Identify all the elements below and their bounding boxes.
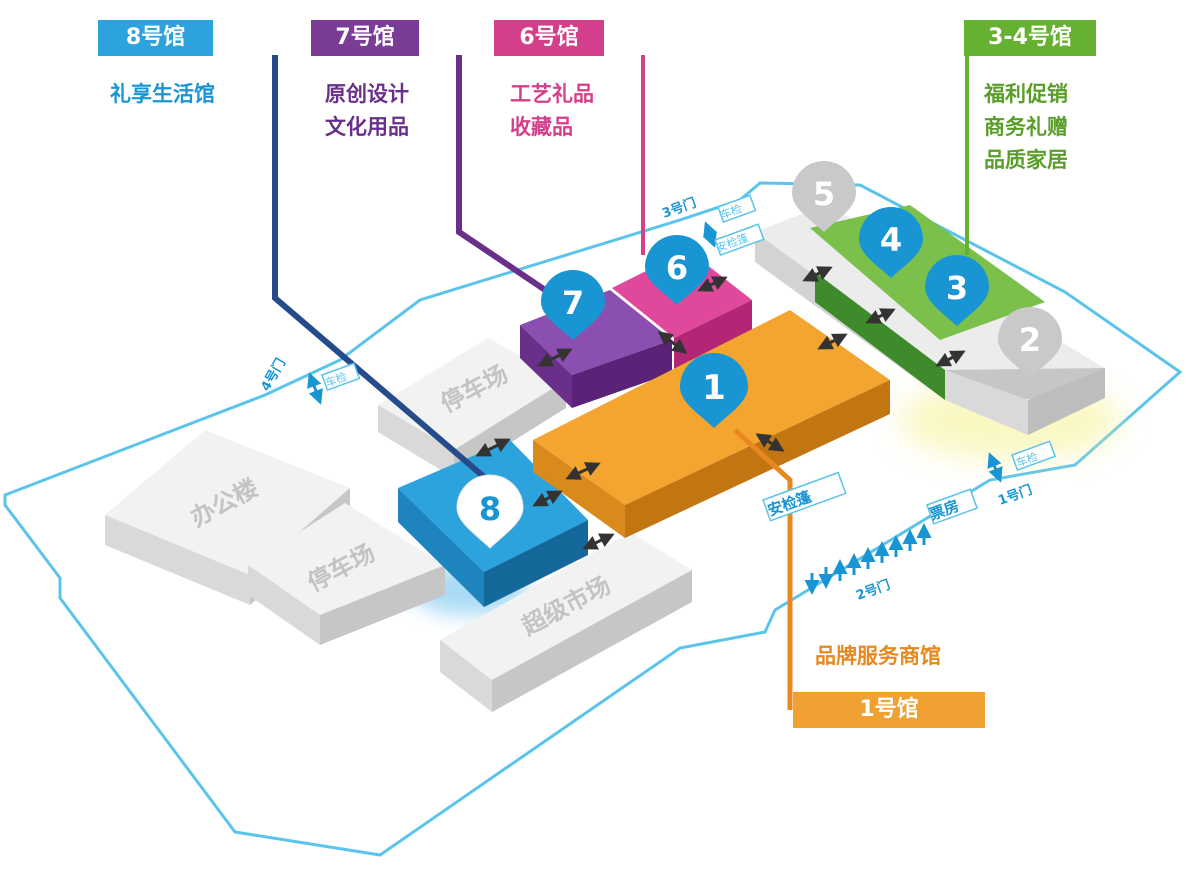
label-gate-2: 2号门 xyxy=(854,577,892,604)
pin-3[interactable]: 3 xyxy=(925,255,989,326)
desc-hall-7-line-2: 文化用品 xyxy=(325,115,409,139)
desc-hall-3-4-line-1: 福利促销 xyxy=(984,82,1068,106)
pin-1[interactable]: 1 xyxy=(680,353,748,428)
gate-arrows xyxy=(307,221,1003,595)
ticket-office-box xyxy=(926,488,979,525)
tag-hall-3-4[interactable]: 3-4号馆 xyxy=(964,20,1096,56)
connection-arrows xyxy=(475,266,966,550)
desc-hall-6-line-1: 工艺礼品 xyxy=(510,82,594,106)
pin-4[interactable]: 4 xyxy=(859,207,923,278)
desc-hall-3-4: 福利促销 商务礼赠 品质家居 xyxy=(984,78,1068,177)
desc-hall-7: 原创设计 文化用品 xyxy=(325,78,409,144)
label-vehicle-check-3: 车检 xyxy=(718,201,743,222)
tent-check-box-3 xyxy=(714,223,765,256)
label-ticket-office: 票房 xyxy=(927,497,961,524)
desc-hall-6: 工艺礼品 收藏品 xyxy=(510,78,594,144)
site-boundary xyxy=(3,181,1183,857)
desc-hall-3-4-line-3: 品质家居 xyxy=(984,148,1068,172)
pin-3-label: 3 xyxy=(946,269,968,307)
tag-hall-6[interactable]: 6号馆 xyxy=(494,20,604,56)
pin-6-label: 6 xyxy=(666,249,688,287)
pin-6[interactable]: 6 xyxy=(645,235,709,305)
pin-2[interactable]: 2 xyxy=(998,307,1062,378)
pin-5-label: 5 xyxy=(813,175,835,213)
pin-8-label: 8 xyxy=(479,490,501,528)
desc-hall-1-line-1: 品牌服务商馆 xyxy=(815,644,941,668)
pin-4-label: 4 xyxy=(880,221,902,259)
desc-hall-7-line-1: 原创设计 xyxy=(325,82,409,106)
desc-hall-6-line-2: 收藏品 xyxy=(510,115,573,139)
desc-hall-1: 品牌服务商馆 xyxy=(815,640,941,673)
tag-hall-1[interactable]: 1号馆 xyxy=(793,692,985,728)
pin-5[interactable]: 5 xyxy=(792,161,856,232)
desc-hall-3-4-line-2: 商务礼赠 xyxy=(984,115,1068,139)
vehicle-check-box-4 xyxy=(321,362,361,391)
label-gate-1: 1号门 xyxy=(996,482,1034,509)
vehicle-check-box-3 xyxy=(717,194,757,223)
label-gate-3: 3号门 xyxy=(660,195,698,222)
label-vehicle-check-4: 车检 xyxy=(323,369,348,390)
desc-hall-8: 礼享生活馆 xyxy=(110,78,215,111)
pin-2-label: 2 xyxy=(1019,321,1041,359)
pin-7[interactable]: 7 xyxy=(541,270,605,340)
tag-hall-8[interactable]: 8号馆 xyxy=(98,20,213,56)
label-gate-4: 4号门 xyxy=(258,356,289,394)
pin-1-label: 1 xyxy=(702,368,726,408)
leader-lines xyxy=(272,55,969,710)
security-tent-box xyxy=(762,471,847,522)
building-supermarket xyxy=(440,532,692,712)
pin-7-label: 7 xyxy=(562,284,584,322)
desc-hall-8-line-1: 礼享生活馆 xyxy=(110,82,215,106)
tag-hall-7[interactable]: 7号馆 xyxy=(311,20,419,56)
vehicle-check-box-1 xyxy=(1011,440,1057,471)
pin-8[interactable]: 8 xyxy=(456,474,524,549)
building-parking-2 xyxy=(248,503,445,645)
